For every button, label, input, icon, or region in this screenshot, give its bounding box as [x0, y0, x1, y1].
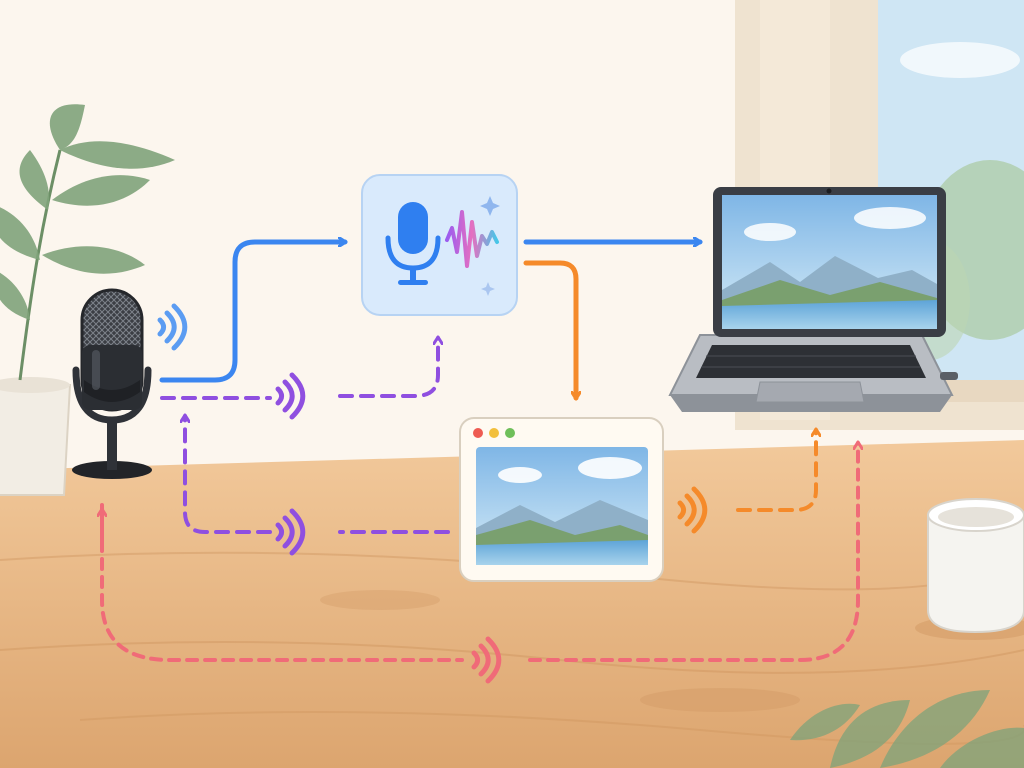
signal-arc [171, 303, 188, 351]
wooden-desk [0, 440, 1024, 768]
signal-arc [275, 386, 285, 406]
signal-arc [691, 486, 708, 534]
wireless-signal-icon [471, 636, 502, 684]
signal-arc [275, 522, 285, 542]
wireless-signal-icon [275, 508, 306, 556]
mic-to-app-arrow [159, 242, 348, 383]
wireless-signal-icon [677, 486, 708, 534]
signal-arc [164, 310, 177, 344]
signal-arc [485, 636, 502, 684]
signal-arc [282, 379, 295, 413]
window-maximize-dot [505, 428, 515, 438]
window-minimize-dot [489, 428, 499, 438]
coffee-cup [915, 498, 1024, 640]
image-to-mic-broadcast-arrow [185, 416, 450, 534]
wireless-signal-icon [157, 303, 188, 351]
signal-arc [157, 317, 167, 337]
wireless-signal-icon [275, 372, 306, 420]
voice-assistant-app-icon [361, 174, 518, 316]
studio-microphone-icon [72, 288, 152, 479]
connections [100, 242, 858, 662]
signal-arc [677, 500, 687, 520]
foreground-plant [790, 690, 1024, 768]
signal-arc [289, 372, 306, 420]
app-to-image-arrow [523, 260, 576, 401]
signal-arc [471, 650, 481, 670]
laptop-mic-loop-arrow [100, 443, 858, 662]
signal-arc [478, 643, 491, 677]
image-to-laptop-broadcast-arrow [736, 430, 816, 512]
mic-to-app-broadcast-arrow [160, 338, 438, 400]
landscape-image-window-icon [459, 417, 664, 582]
signal-icons [157, 303, 708, 684]
signal-arc [289, 508, 306, 556]
signal-arc [684, 493, 697, 527]
laptop-icon [668, 187, 958, 412]
window-close-dot [473, 428, 483, 438]
potted-plant [0, 104, 175, 496]
signal-arc [282, 515, 295, 549]
